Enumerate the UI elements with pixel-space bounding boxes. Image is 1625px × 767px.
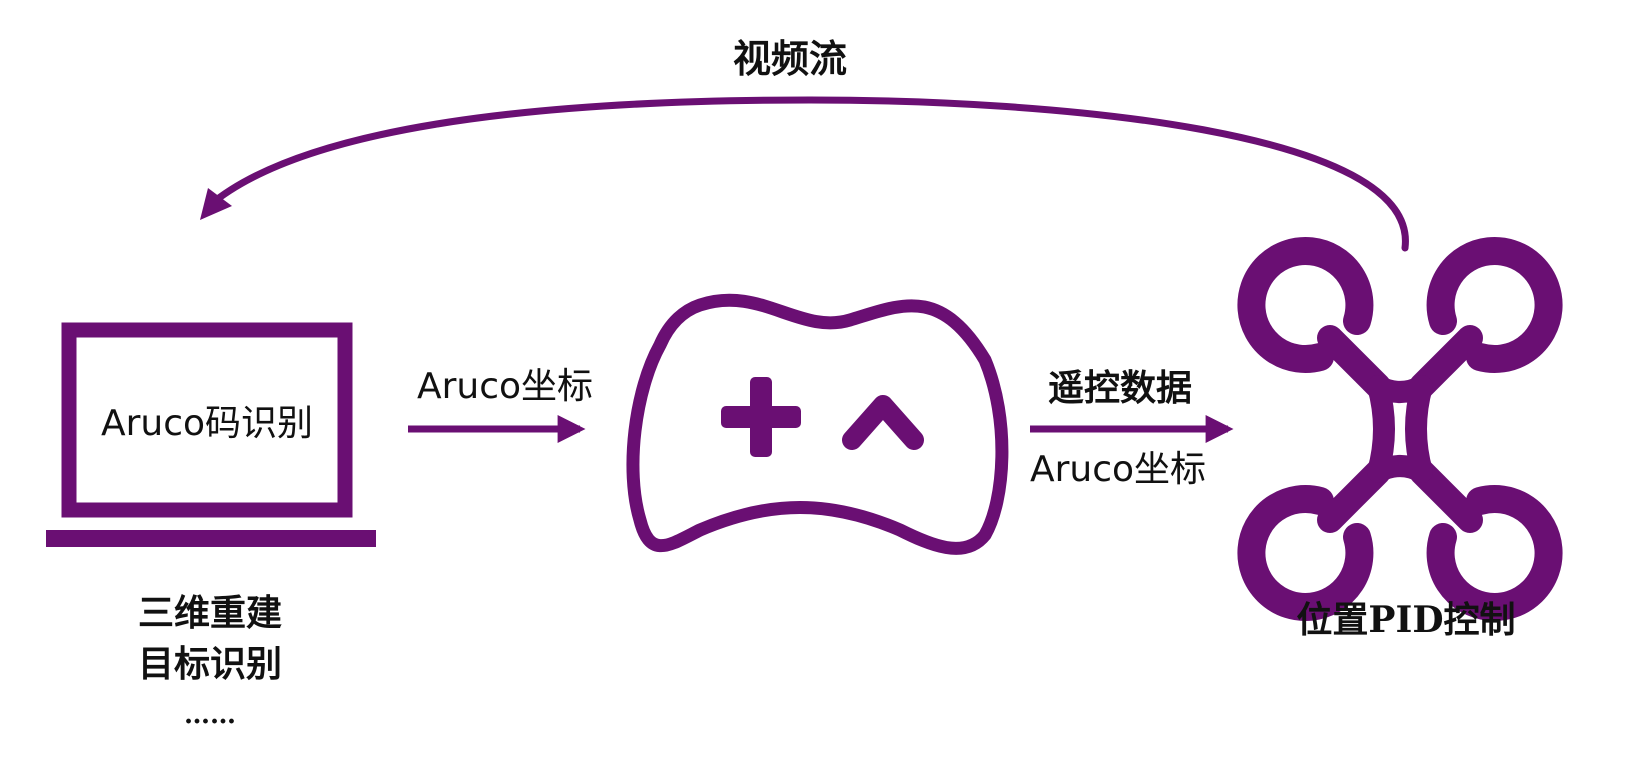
drone-rotor-top-right [1426, 237, 1563, 373]
laptop-screen-label: Aruco码识别 [101, 403, 313, 444]
drone-body [1367, 375, 1433, 483]
drone-arm-top-right [1409, 325, 1483, 399]
drone-arm-top-left [1317, 325, 1391, 399]
laptop-task-3d-reconstruction: 三维重建 [138, 592, 282, 634]
gamepad-button-caret [842, 395, 924, 450]
video-stream-arrowhead [200, 188, 232, 220]
controller-to-drone-label-bottom: Aruco坐标 [1030, 449, 1206, 490]
quadcopter-icon [1237, 237, 1563, 621]
drone-task-label: 位置PID控制 [1296, 599, 1515, 641]
drone-rotor-top-left [1237, 237, 1374, 373]
gamepad-icon [626, 293, 1009, 555]
laptop-task-object-recognition: 目标识别 [138, 643, 282, 685]
drone-arm-bottom-left [1317, 459, 1391, 533]
laptop-to-controller-label: Aruco坐标 [417, 366, 593, 407]
drone-rotor-bottom-left [1237, 485, 1374, 621]
controller-to-drone-label-top: 遥控数据 [1048, 367, 1192, 409]
drone-arm-bottom-right [1409, 459, 1483, 533]
video-stream-label: 视频流 [733, 36, 847, 81]
laptop-icon [46, 322, 376, 547]
video-stream-arrow [206, 96, 1409, 252]
drone-rotor-bottom-right [1426, 485, 1563, 621]
gamepad-dpad-horizontal [721, 406, 801, 428]
laptop-task-ellipsis: …… [184, 700, 236, 730]
